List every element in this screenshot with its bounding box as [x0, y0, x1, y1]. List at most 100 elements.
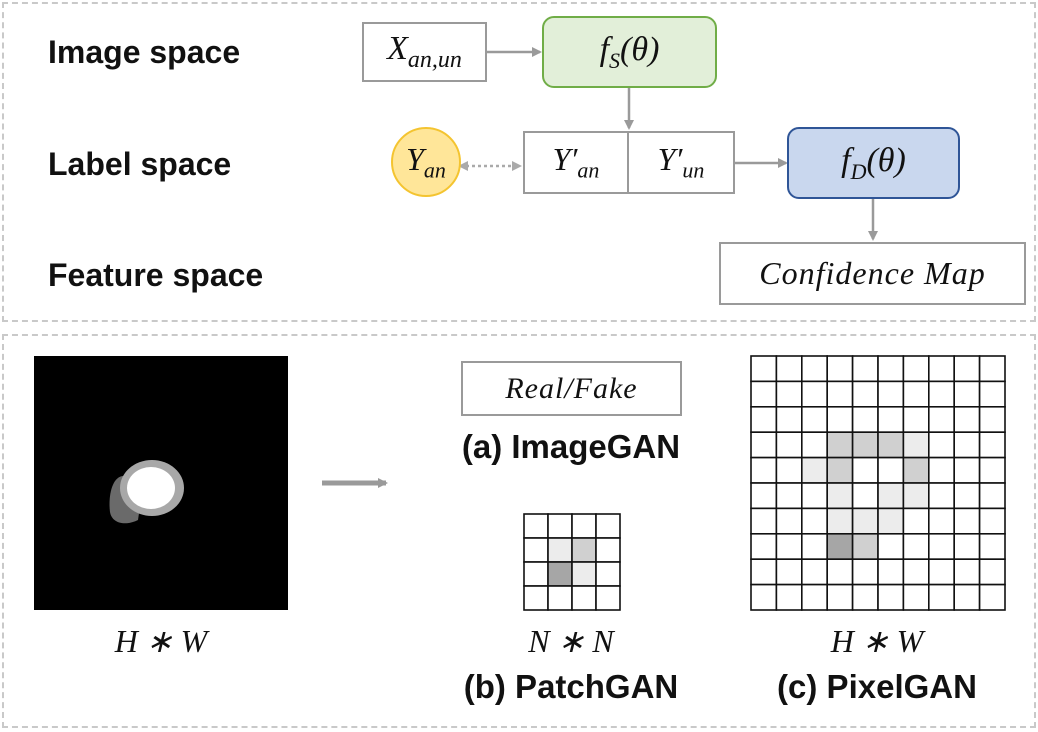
- grid-cell: [826, 355, 854, 383]
- grid-cell: [953, 533, 981, 561]
- mask-core-region: [127, 467, 175, 509]
- grid-cell: [877, 431, 905, 459]
- real-fake-label: Real/Fake: [505, 371, 638, 405]
- grid-cell: [775, 405, 803, 433]
- grid-cell: [902, 355, 930, 383]
- prediction-annotated-box: Y′an: [523, 131, 629, 194]
- grid-cell: [750, 431, 778, 459]
- grid-cell: [877, 355, 905, 383]
- grid-cell: [953, 431, 981, 459]
- discriminator-subscript: D: [850, 158, 867, 184]
- ground-truth-circle: Yan: [391, 127, 461, 197]
- grid-cell: [547, 513, 573, 539]
- row-label-label-space: Label space: [48, 146, 232, 182]
- grid-cell: [800, 431, 828, 459]
- grid-cell: [523, 537, 549, 563]
- discriminator-box: fD(θ): [787, 127, 960, 199]
- grid-cell: [750, 380, 778, 408]
- grid-cell: [750, 355, 778, 383]
- grid-cell: [547, 561, 573, 587]
- grid-cell: [775, 431, 803, 459]
- image-gan-caption: (a) ImageGAN: [461, 428, 681, 465]
- grid-cell: [877, 482, 905, 510]
- grid-cell: [800, 380, 828, 408]
- grid-cell: [775, 355, 803, 383]
- grid-cell: [775, 533, 803, 561]
- grid-cell: [750, 482, 778, 510]
- grid-cell: [928, 431, 956, 459]
- grid-cell: [800, 405, 828, 433]
- grid-cell: [851, 431, 879, 459]
- grid-cell: [928, 355, 956, 383]
- grid-cell: [800, 583, 828, 611]
- grid-cell: [547, 585, 573, 611]
- grid-cell: [978, 558, 1006, 586]
- x-input-box: Xan,un: [362, 22, 487, 82]
- grid-cell: [775, 558, 803, 586]
- grid-cell: [523, 585, 549, 611]
- grid-cell: [902, 380, 930, 408]
- grid-cell: [775, 507, 803, 535]
- grid-cell: [928, 583, 956, 611]
- grid-cell: [775, 482, 803, 510]
- grid-cell: [750, 533, 778, 561]
- segmentation-input-image: [34, 356, 288, 610]
- generator-symbol: f: [599, 30, 610, 68]
- grid-cell: [877, 533, 905, 561]
- grid-cell: [953, 355, 981, 383]
- grid-cell: [800, 558, 828, 586]
- grid-cell: [902, 583, 930, 611]
- grid-cell: [953, 456, 981, 484]
- grid-cell: [902, 507, 930, 535]
- pixel-size-label: H ∗ W: [830, 623, 924, 659]
- x-input-symbol: X: [387, 30, 408, 68]
- grid-cell: [902, 558, 930, 586]
- grid-cell: [750, 507, 778, 535]
- patch-gan-grid: [523, 513, 621, 611]
- grid-cell: [953, 482, 981, 510]
- grid-cell: [928, 558, 956, 586]
- grid-cell: [877, 583, 905, 611]
- grid-cell: [826, 558, 854, 586]
- grid-cell: [826, 456, 854, 484]
- grid-cell: [953, 405, 981, 433]
- grid-cell: [826, 380, 854, 408]
- grid-cell: [928, 533, 956, 561]
- generator-box: fS(θ): [542, 16, 717, 88]
- discriminator-arg: (θ): [866, 141, 906, 179]
- grid-cell: [523, 561, 549, 587]
- grid-cell: [902, 405, 930, 433]
- grid-cell: [826, 533, 854, 561]
- grid-cell: [928, 507, 956, 535]
- grid-cell: [902, 456, 930, 484]
- grid-cell: [877, 405, 905, 433]
- grid-cell: [851, 380, 879, 408]
- grid-cell: [953, 380, 981, 408]
- grid-cell: [877, 456, 905, 484]
- confidence-map-label: Confidence Map: [759, 255, 986, 291]
- prediction-unannotated-subscript: un: [682, 157, 705, 183]
- grid-cell: [800, 533, 828, 561]
- real-fake-box: Real/Fake: [461, 361, 682, 416]
- grid-cell: [851, 507, 879, 535]
- bottom-panel: [2, 334, 1036, 728]
- grid-cell: [978, 456, 1006, 484]
- grid-cell: [928, 456, 956, 484]
- grid-cell: [928, 405, 956, 433]
- grid-cell: [595, 537, 621, 563]
- grid-cell: [826, 507, 854, 535]
- grid-cell: [775, 456, 803, 484]
- prediction-unannotated-box: Y′un: [627, 131, 735, 194]
- grid-cell: [978, 482, 1006, 510]
- grid-cell: [902, 431, 930, 459]
- grid-cell: [978, 583, 1006, 611]
- grid-cell: [750, 456, 778, 484]
- grid-cell: [826, 431, 854, 459]
- grid-cell: [851, 558, 879, 586]
- grid-cell: [800, 456, 828, 484]
- grid-cell: [851, 583, 879, 611]
- grid-cell: [978, 405, 1006, 433]
- top-panel: [2, 2, 1036, 322]
- grid-cell: [851, 533, 879, 561]
